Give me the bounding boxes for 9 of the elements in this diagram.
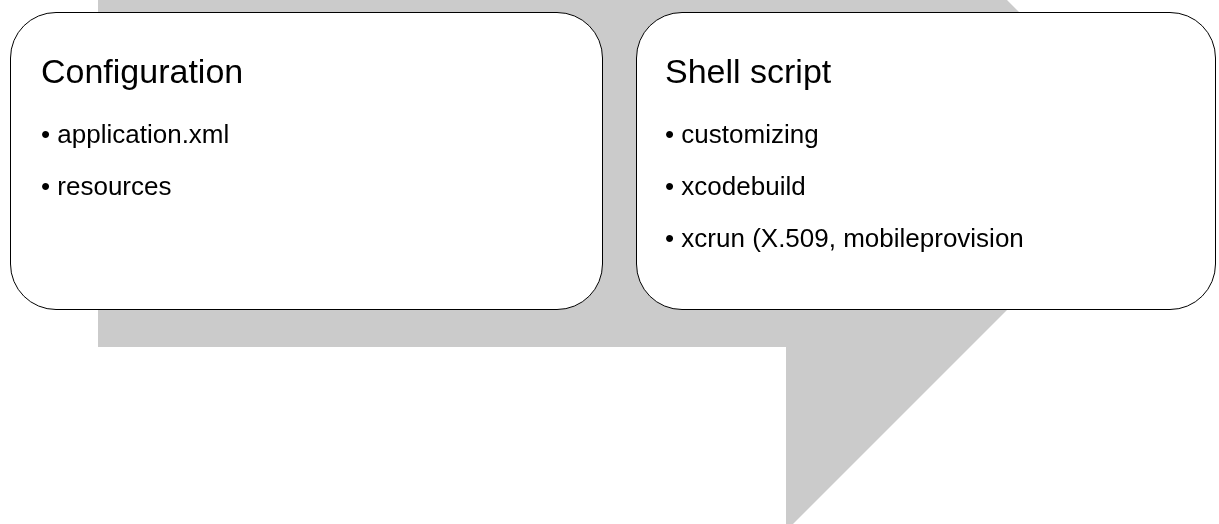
- bullet-item: • application.xml: [41, 120, 230, 151]
- rounded-box: [636, 12, 1216, 310]
- box-heading: Shell script: [665, 53, 832, 91]
- bullet-item: • resources: [41, 172, 172, 203]
- bullet-item: • xcrun (X.509, mobileprovision: [665, 224, 1024, 255]
- rounded-box: [10, 12, 603, 310]
- bullet-item: • customizing: [665, 120, 819, 151]
- box-heading: Configuration: [41, 53, 244, 91]
- bullet-item: • xcodebuild: [665, 172, 806, 203]
